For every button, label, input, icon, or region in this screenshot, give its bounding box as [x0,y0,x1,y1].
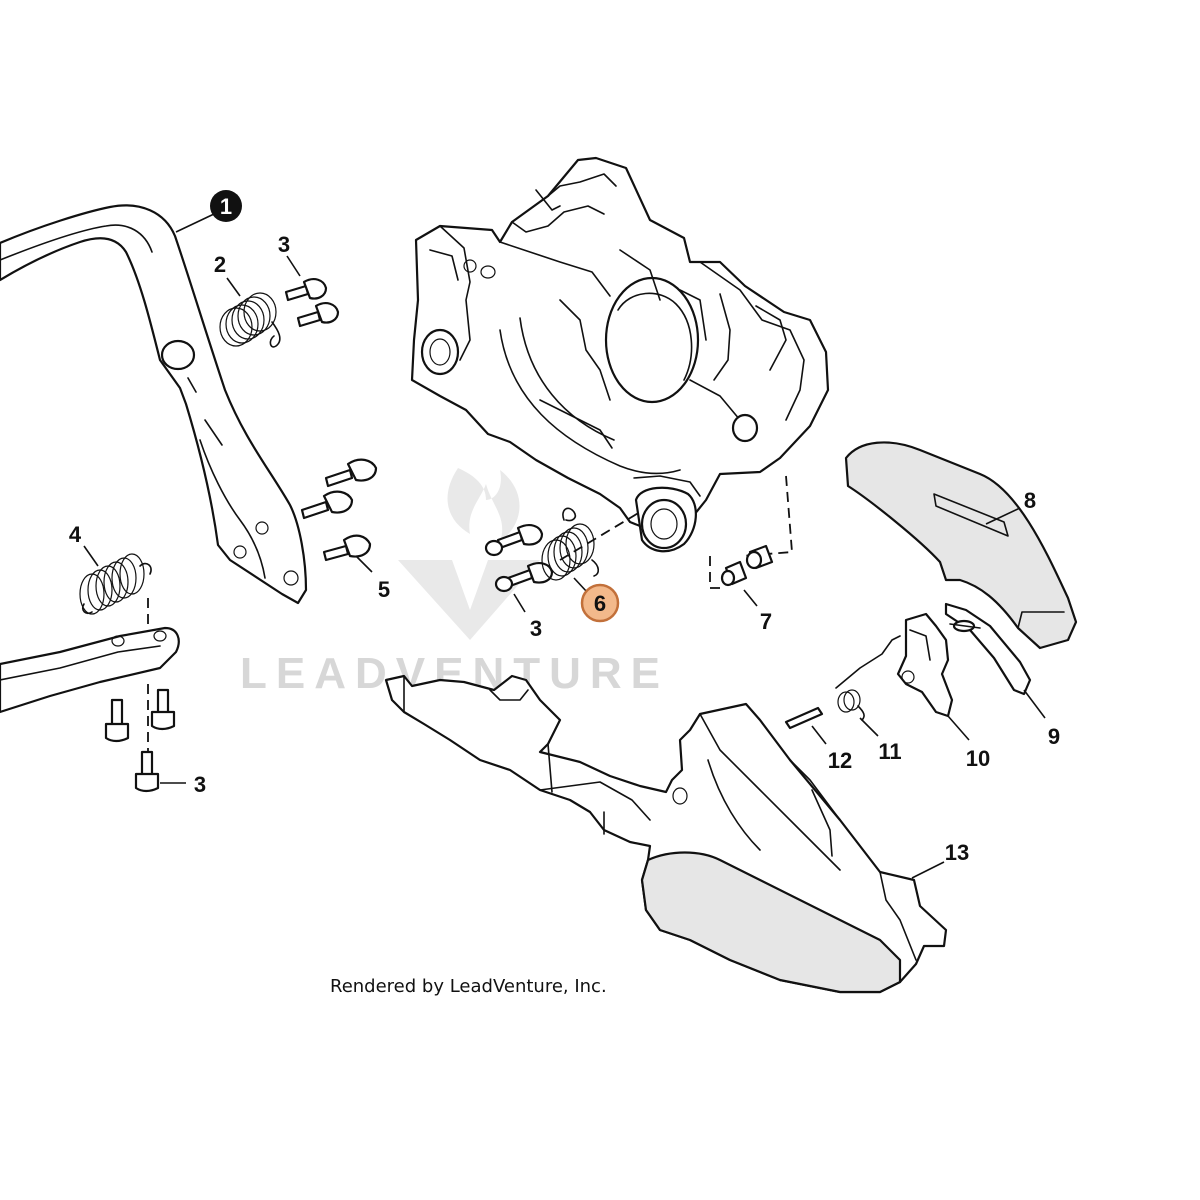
front-handle-bar [0,204,308,605]
callout-11[interactable]: 11 [878,739,901,764]
lower-left-lever [0,626,180,714]
callout-7[interactable]: 7 [760,609,772,634]
screws-3c [104,688,176,793]
callout-5[interactable]: 5 [378,577,390,602]
spring-6 [541,507,600,581]
callout-13[interactable]: 13 [945,840,969,865]
spring-4 [79,553,152,615]
callout-10[interactable]: 10 [966,746,990,771]
svg-text:6: 6 [594,591,606,616]
callout-2[interactable]: 2 [214,252,226,277]
dash-7 [741,475,793,557]
callout-3a[interactable]: 3 [278,232,290,257]
screws-3a [284,278,340,328]
pin-12 [784,706,824,730]
trigger-10 [896,612,954,718]
spring-11 [835,635,901,721]
trigger-part-9 [944,602,1032,696]
dash-7b [709,556,720,589]
handle-housing-13 [384,674,948,994]
svg-text:1: 1 [220,194,232,219]
callout-1[interactable]: 1 [210,190,242,222]
callout-3c[interactable]: 3 [194,772,206,797]
handle-cover-8 [844,441,1078,650]
buffers-7 [720,544,774,587]
screws-5 [300,458,378,562]
spring-2 [219,292,281,348]
watermark-logo [398,468,540,640]
credit-text: Rendered by LeadVenture, Inc. [330,976,607,997]
callout-6[interactable]: 6 [580,583,620,623]
callout-4[interactable]: 4 [69,522,82,547]
leader-lines [83,213,1046,879]
screws-3b [484,524,554,593]
callout-8[interactable]: 8 [1024,488,1036,513]
crankcase [410,156,830,553]
callout-3b[interactable]: 3 [530,616,542,641]
callout-9[interactable]: 9 [1048,724,1060,749]
callout-12[interactable]: 12 [828,748,852,773]
